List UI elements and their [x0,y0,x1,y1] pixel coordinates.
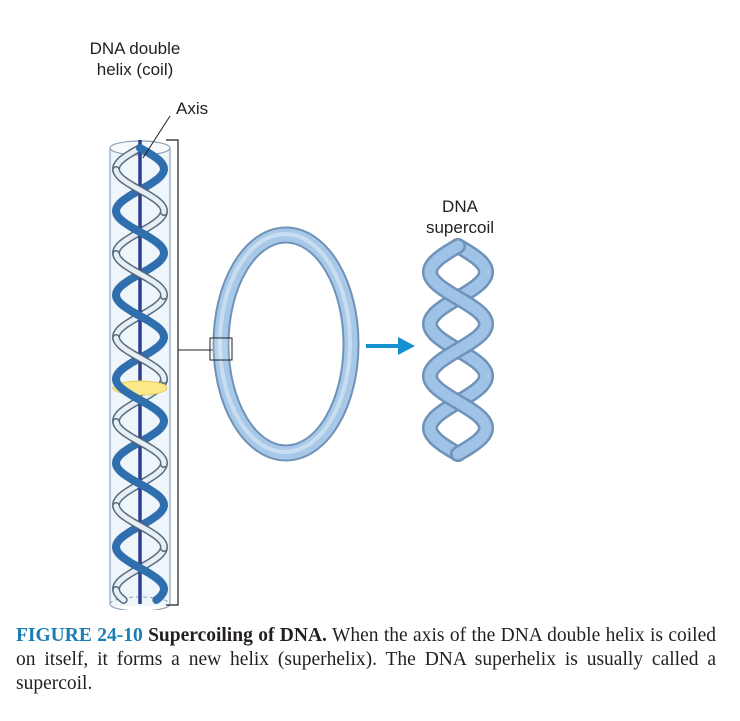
light-strand-fill-segment [113,251,167,299]
helix-label-line1: DNA double [89,39,181,58]
helix-label-line2: helix (coil) [96,60,174,79]
light-strand-fill-segment [113,587,127,603]
arrow-icon [366,337,415,355]
helix-strand-front [112,144,168,604]
dark-strand-front-segment [112,208,168,258]
axis-pointer-line [142,115,171,159]
loop-zoom-box [209,337,233,361]
relaxed-loop [212,226,360,462]
supercoil-figure [422,238,494,462]
dark-strand-front-segment [112,376,168,426]
supercoil-label-line1: DNA [442,197,478,216]
supercoil-strand-fill [424,240,492,460]
axis-label: Axis [176,99,209,118]
light-strand-fill-segment [113,419,167,467]
helix-bracket [166,139,179,606]
supercoil-label-line2: supercoil [425,218,495,237]
supercoiling-diagram [109,115,494,610]
figure-caption: FIGURE 24-10 Supercoiling of DNA. When t… [16,624,716,696]
supercoil-label: DNA supercoil [402,196,518,238]
light-strand-fill-segment [113,167,167,215]
dark-strand-front-segment [112,460,168,510]
dark-strand-front-segment [112,292,168,342]
figure-body: When the axis of the DNA double helix is… [16,625,716,694]
dark-strand-front-segment [112,544,168,594]
figure-title: Supercoiling of DNA. [148,625,327,646]
figure-number: FIGURE 24-10 [16,625,143,646]
helix-label: DNA double helix (coil) [60,38,210,80]
light-strand-fill-segment [113,335,167,383]
light-strand-fill-segment [113,503,167,551]
